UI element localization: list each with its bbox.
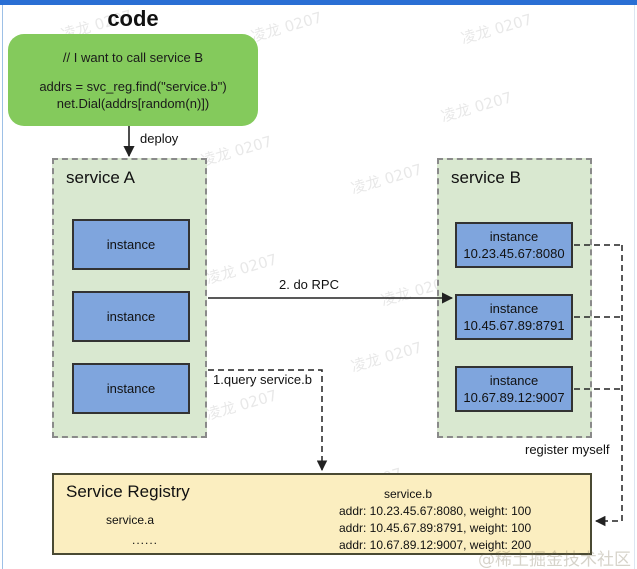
service-b-label: service B <box>451 168 521 187</box>
service-a-label: service A <box>66 168 135 187</box>
page-right-rule <box>634 5 635 569</box>
registry-entry-service-a: service.a <box>106 513 155 527</box>
registry-addr-row: addr: 10.23.45.67:8080, weight: 100 <box>339 504 532 518</box>
instance-name: instance <box>106 237 156 252</box>
watermark: 凌龙 0207 <box>349 338 425 376</box>
watermark: 凌龙 0207 <box>439 88 515 126</box>
instance-name: instance <box>106 381 156 396</box>
service-a-instance-3: instance <box>72 363 190 414</box>
deploy-label: deploy <box>140 131 179 146</box>
watermark: 凌龙 0207 <box>204 386 280 424</box>
instance-address: 10.67.89.12:9007 <box>463 390 565 405</box>
page-title: code <box>107 6 159 31</box>
watermark: 凌龙 0207 <box>349 160 425 198</box>
instance-name: instance <box>489 301 539 316</box>
watermark: 凌龙 0207 <box>199 132 275 170</box>
registry-addr-row: addr: 10.45.67.89:8791, weight: 100 <box>339 521 532 535</box>
service-a-instance-1: instance <box>72 219 190 270</box>
watermark: 凌龙 0207 <box>459 10 535 48</box>
page-top-bar <box>0 0 637 5</box>
instance-name: instance <box>489 373 539 388</box>
registry-addr-row: addr: 10.67.89.12:9007, weight: 200 <box>339 538 532 552</box>
instance-address: 10.45.67.89:8791 <box>463 318 565 333</box>
service-registry-panel: Service Registry service.a ...... servic… <box>52 473 592 555</box>
code-line-2: net.Dial(addrs[random(n)]) <box>56 95 210 111</box>
code-line-1: addrs = svc_reg.find("service.b") <box>39 78 227 94</box>
service-b-instance-2: instance 10.45.67.89:8791 <box>455 294 573 340</box>
instance-name: instance <box>106 309 156 324</box>
service-a-instance-2: instance <box>72 291 190 342</box>
register-myself-arrow <box>594 245 623 527</box>
query-label: 1.query service.b <box>211 372 314 387</box>
do-rpc-label: 2. do RPC <box>279 277 339 292</box>
watermark: 凌龙 0207 <box>249 8 325 46</box>
code-block: // I want to call service B addrs = svc_… <box>8 34 258 126</box>
registry-ellipsis: ...... <box>132 533 159 547</box>
code-comment: // I want to call service B <box>62 49 204 65</box>
registry-title: Service Registry <box>66 482 190 501</box>
register-myself-label: register myself <box>525 442 610 457</box>
page-left-rule <box>2 5 3 569</box>
service-b-instance-1: instance 10.23.45.67:8080 <box>455 222 573 268</box>
watermark: 凌龙 0207 <box>204 250 280 288</box>
instance-address: 10.23.45.67:8080 <box>463 246 565 261</box>
instance-name: instance <box>489 229 539 244</box>
registry-entry-service-b: service.b <box>384 487 433 501</box>
service-b-instance-3: instance 10.67.89.12:9007 <box>455 366 573 412</box>
